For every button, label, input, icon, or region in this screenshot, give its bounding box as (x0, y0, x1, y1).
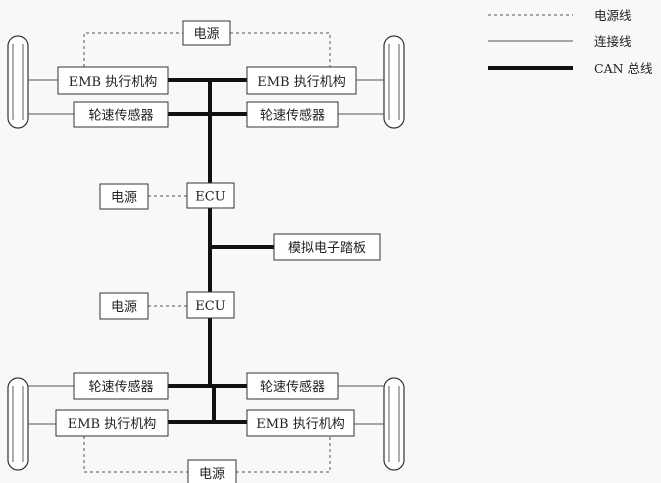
wheel-speed-sensor-front-right: 轮速传感器 (246, 101, 339, 128)
svg-text:电源: 电源 (111, 300, 137, 315)
legend-label-connection-line: 连接线 (594, 34, 632, 49)
wheel-rear-left (7, 377, 29, 471)
svg-text:EMB 执行机构: EMB 执行机构 (69, 75, 158, 90)
svg-text:轮速传感器: 轮速传感器 (88, 108, 153, 124)
wheel-speed-sensor-rear-right: 轮速传感器 (246, 372, 339, 400)
emb-actuator-rear-left: EMB 执行机构 (55, 409, 169, 437)
ecu-box-1: ECU (186, 182, 235, 209)
wheel-front-left (7, 35, 29, 129)
wheel-speed-sensor-front-left: 轮速传感器 (73, 101, 169, 128)
svg-text:轮速传感器: 轮速传感器 (88, 379, 153, 395)
svg-text:电源: 电源 (199, 467, 225, 482)
svg-text:电源: 电源 (193, 27, 219, 42)
legend-power-line: 电源线 (488, 8, 632, 23)
wheel-front-right (383, 35, 405, 129)
power-box-ecu-1: 电源 (99, 183, 149, 210)
power-box-top: 电源 (182, 20, 231, 46)
legend-label-can-bus: CAN 总线 (594, 61, 653, 76)
legend-connection-line: 连接线 (488, 34, 632, 49)
svg-text:ECU: ECU (195, 190, 225, 205)
power-box-ecu-2: 电源 (99, 292, 149, 320)
legend-label-power-line: 电源线 (594, 8, 632, 23)
svg-text:EMB 执行机构: EMB 执行机构 (257, 75, 346, 90)
emb-actuator-front-left: EMB 执行机构 (57, 66, 169, 95)
svg-text:轮速传感器: 轮速传感器 (260, 108, 325, 124)
svg-text:轮速传感器: 轮速传感器 (260, 379, 325, 395)
power-lines (83, 32, 331, 473)
analog-brake-pedal: 模拟电子踏板 (273, 233, 381, 261)
svg-text:模拟电子踏板: 模拟电子踏板 (288, 241, 366, 256)
ecu-box-2: ECU (186, 291, 235, 319)
legend: 电源线 连接线 CAN 总线 (488, 8, 653, 76)
svg-text:EMB 执行机构: EMB 执行机构 (68, 417, 157, 432)
svg-text:电源: 电源 (111, 191, 137, 206)
power-box-bottom: 电源 (187, 459, 237, 483)
emb-actuator-front-right: EMB 执行机构 (246, 66, 357, 95)
wheel-rear-right (383, 377, 405, 471)
can-bus (166, 78, 276, 424)
wheel-speed-sensor-rear-left: 轮速传感器 (73, 372, 169, 400)
legend-can-bus: CAN 总线 (488, 61, 653, 76)
emb-actuator-rear-right: EMB 执行机构 (246, 409, 355, 437)
svg-text:ECU: ECU (195, 299, 225, 314)
svg-text:EMB 执行机构: EMB 执行机构 (256, 417, 345, 432)
